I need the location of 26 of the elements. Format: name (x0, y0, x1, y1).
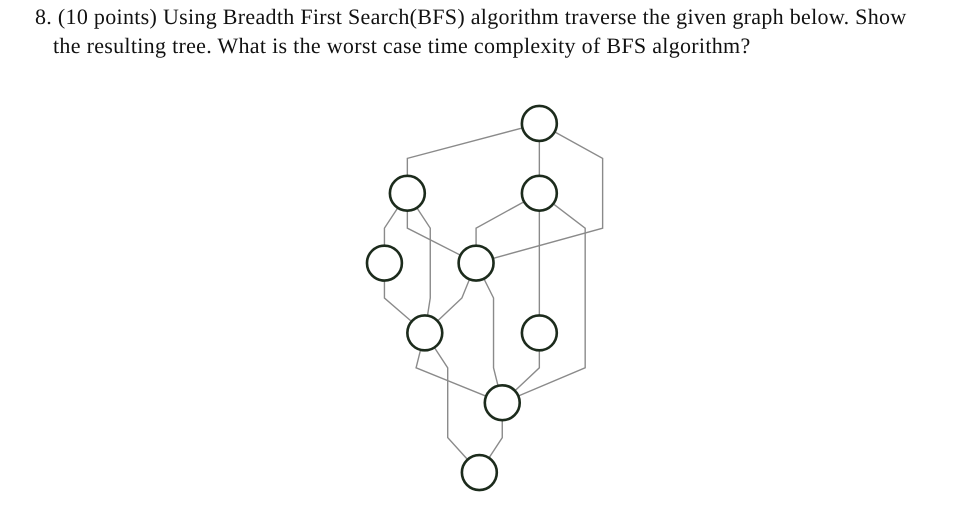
circle-node (520, 104, 558, 142)
circle-node (520, 314, 558, 352)
connector-line (538, 210, 540, 316)
connector-line (538, 140, 540, 176)
connector-line (406, 210, 462, 256)
connector-line (488, 420, 504, 458)
circle-node (388, 174, 426, 212)
connector-line (416, 207, 432, 316)
circle-node (366, 244, 404, 282)
connector-line (384, 207, 399, 246)
connector-line (415, 350, 487, 397)
connector-line (476, 201, 525, 246)
connector-line (406, 127, 523, 176)
connector-line (437, 279, 470, 322)
circle-node (460, 454, 498, 492)
connector-line (518, 203, 586, 397)
connector-line (492, 131, 604, 260)
circle-node (484, 384, 522, 422)
circle-node (458, 244, 496, 282)
connector-line (514, 350, 540, 392)
connector-line (384, 280, 412, 322)
circle-node (406, 314, 444, 352)
question-text: 8. (10 points) Using Breadth First Search(BFS) algorithm traverse the given graph below. Show the resulting tree. What is the worst case time complexity of BFS algorithm? (35, 3, 908, 60)
circle-node (520, 174, 558, 212)
connector-line (434, 347, 468, 460)
connector-line (483, 278, 499, 386)
